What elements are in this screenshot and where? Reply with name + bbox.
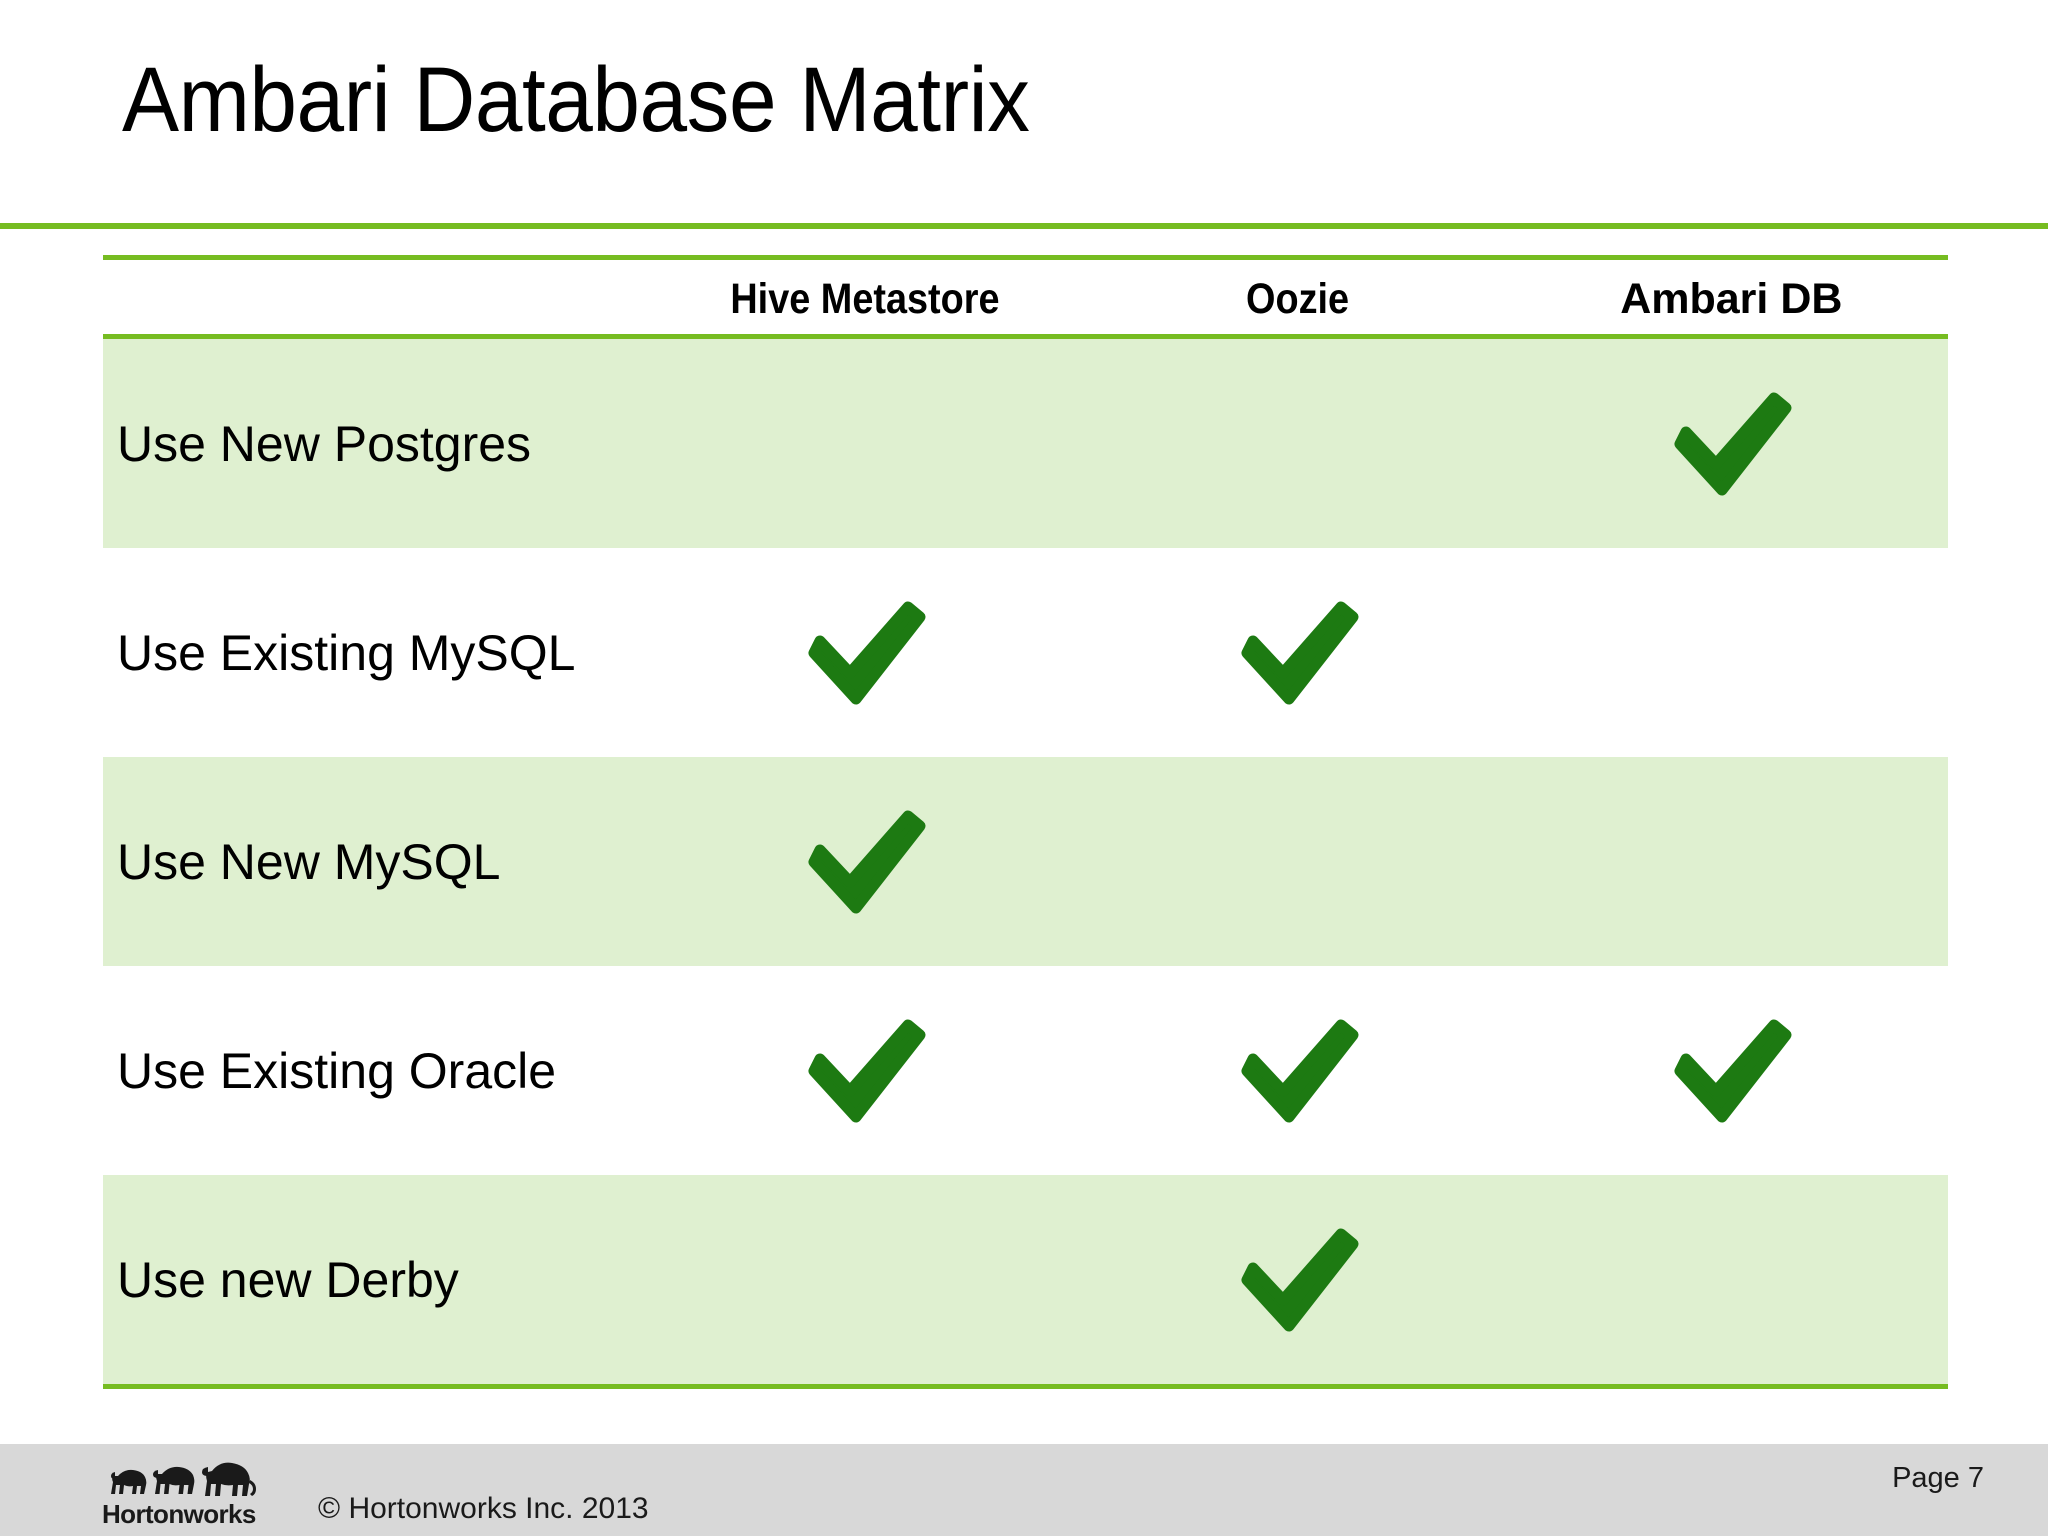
- svg-text:Hortonworks: Hortonworks: [102, 1499, 256, 1528]
- cell-oozie: [1081, 1018, 1514, 1124]
- footer-copyright: © Hortonworks Inc. 2013: [318, 1492, 649, 1525]
- row-header-cell: Use new Derby: [103, 1251, 648, 1309]
- column-header-ambari-db-label: Ambari DB: [1620, 275, 1843, 323]
- cell-empty: [799, 1224, 931, 1330]
- cell-oozie: [1081, 1227, 1514, 1333]
- table-row: Use New Postgres: [103, 339, 1948, 548]
- checkmark-icon: [1665, 1018, 1797, 1124]
- table-row: Use new Derby: [103, 1175, 1948, 1384]
- checkmark-icon: [799, 1018, 931, 1124]
- row-header-cell: Use Existing Oracle: [103, 1042, 648, 1100]
- checkmark-icon: [799, 809, 931, 915]
- row-label: Use New MySQL: [117, 833, 501, 890]
- cell-empty: [1232, 388, 1364, 494]
- checkmark-icon: [799, 600, 931, 706]
- cell-empty: [1665, 597, 1797, 703]
- table-header-row: Hive Metastore Oozie Ambari DB: [103, 260, 1948, 339]
- footer-page-number: Page 7: [1892, 1462, 1984, 1494]
- title-divider-rule: [0, 223, 2048, 229]
- checkmark-icon: [1232, 1227, 1364, 1333]
- cell-oozie: [1081, 600, 1514, 706]
- row-label: Use Existing MySQL: [117, 624, 576, 681]
- hortonworks-logo: Hortonworks: [100, 1454, 290, 1528]
- slide-footer: Hortonworks © Hortonworks Inc. 2013 Page…: [0, 1441, 2048, 1536]
- checkmark-icon: [1665, 391, 1797, 497]
- column-header-hive-metastore: Hive Metastore: [648, 275, 1081, 324]
- column-header-oozie-label: Oozie: [1246, 275, 1350, 323]
- cell-hive_metastore: [648, 809, 1081, 915]
- row-label: Use new Derby: [117, 1251, 459, 1308]
- cell-ambari_db: [1515, 597, 1948, 708]
- cell-ambari_db: [1515, 806, 1948, 917]
- cell-hive_metastore: [648, 600, 1081, 706]
- cell-ambari_db: [1515, 1018, 1948, 1124]
- cell-empty: [1665, 806, 1797, 912]
- cell-empty: [799, 388, 931, 494]
- row-label: Use Existing Oracle: [117, 1042, 557, 1099]
- table-row: Use New MySQL: [103, 757, 1948, 966]
- cell-hive_metastore: [648, 1018, 1081, 1124]
- row-header-cell: Use Existing MySQL: [103, 624, 648, 682]
- table-row: Use Existing MySQL: [103, 548, 1948, 757]
- column-header-ambari-db: Ambari DB: [1515, 275, 1948, 324]
- page-title: Ambari Database Matrix: [122, 49, 1030, 151]
- cell-ambari_db: [1515, 1224, 1948, 1335]
- row-header-cell: Use New Postgres: [103, 415, 648, 473]
- column-header-oozie: Oozie: [1081, 275, 1514, 324]
- checkmark-icon: [1232, 600, 1364, 706]
- table-row: Use Existing Oracle: [103, 966, 1948, 1175]
- checkmark-icon: [1232, 1018, 1364, 1124]
- row-header-cell: Use New MySQL: [103, 833, 648, 891]
- cell-empty: [1665, 1224, 1797, 1330]
- cell-oozie: [1081, 806, 1514, 917]
- cell-ambari_db: [1515, 391, 1948, 497]
- cell-hive_metastore: [648, 1224, 1081, 1335]
- column-header-hive-metastore-label: Hive Metastore: [730, 275, 1000, 323]
- cell-oozie: [1081, 388, 1514, 499]
- table-bottom-rule: [103, 1384, 1948, 1389]
- cell-hive_metastore: [648, 388, 1081, 499]
- cell-empty: [1232, 806, 1364, 912]
- database-matrix-table: Hive Metastore Oozie Ambari DB Use New P…: [103, 255, 1948, 1389]
- row-label: Use New Postgres: [117, 415, 532, 472]
- table-top-rule: [103, 255, 1948, 260]
